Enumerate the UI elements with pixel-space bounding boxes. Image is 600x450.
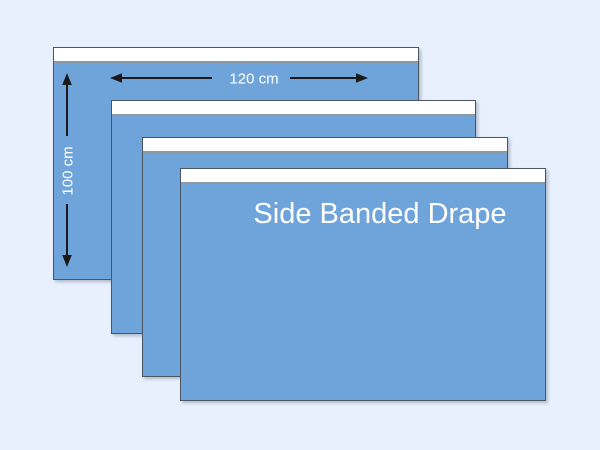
drape-title-label: Side Banded Drape bbox=[253, 198, 507, 230]
drape-band-3 bbox=[143, 138, 507, 153]
drape-band-1 bbox=[54, 48, 418, 63]
drape-band-4 bbox=[181, 169, 545, 184]
drape-layer-4 bbox=[180, 168, 546, 401]
drape-band-2 bbox=[112, 101, 475, 116]
